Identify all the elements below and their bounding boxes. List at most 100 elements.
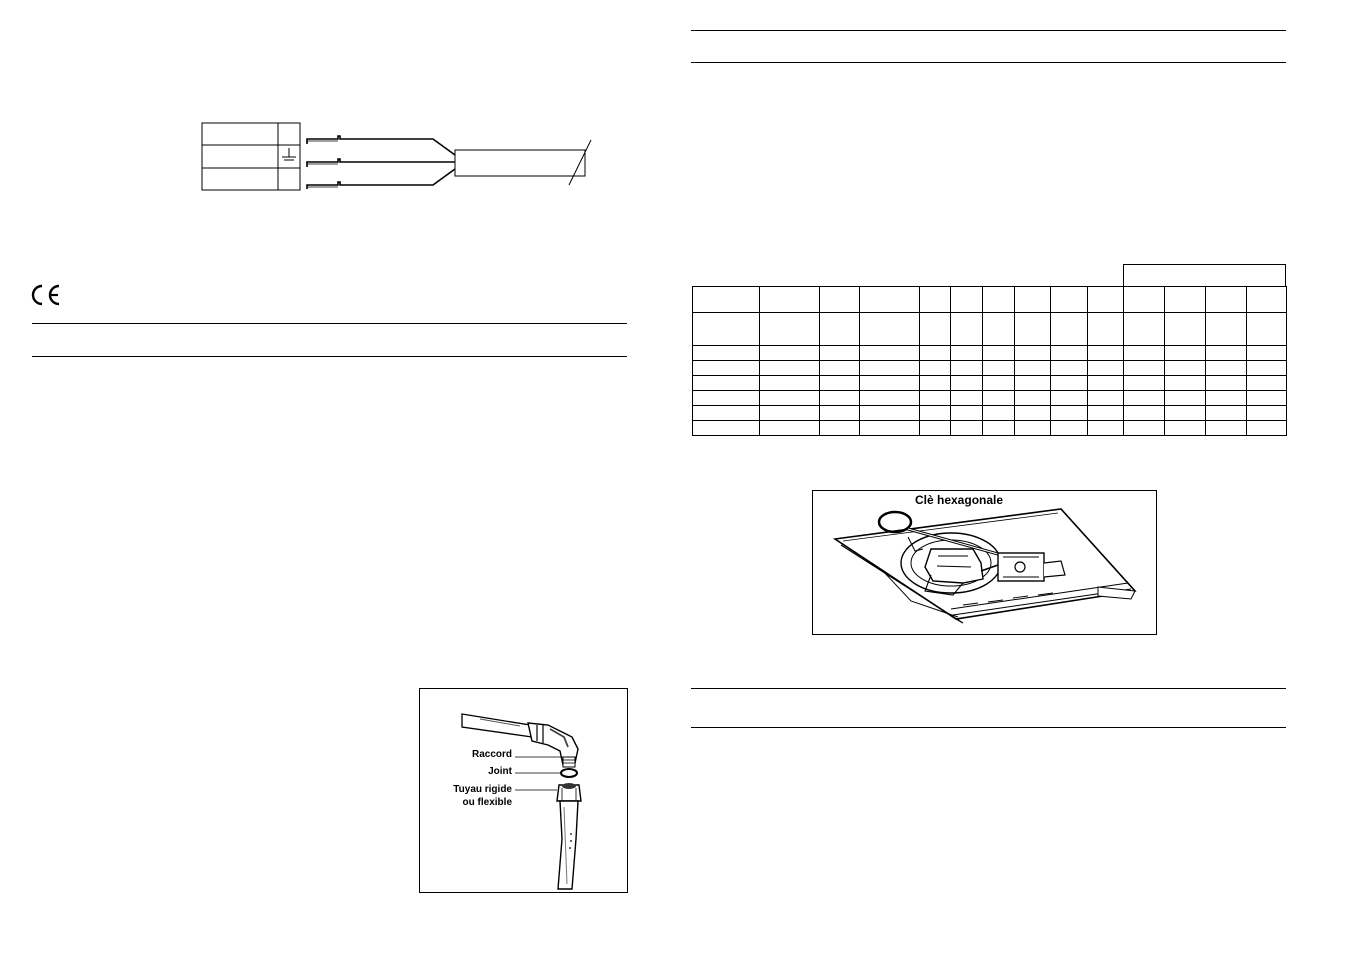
table-cell — [919, 405, 951, 421]
table-cell — [1123, 375, 1165, 391]
table-cell — [1087, 390, 1124, 406]
table-cell — [819, 420, 860, 436]
table-cell — [950, 312, 983, 346]
burner-drawing — [832, 508, 1137, 624]
table-row — [692, 345, 1287, 361]
ce-mark-logo — [27, 283, 63, 307]
label-cle-hexagonale: Clè hexagonale — [915, 493, 1004, 507]
table-row — [692, 360, 1287, 376]
table-cell — [692, 312, 760, 346]
table-cell — [1205, 375, 1247, 391]
table-cell — [759, 312, 820, 346]
table-cell — [1246, 390, 1287, 406]
table-cell — [982, 375, 1015, 391]
table-cell — [950, 405, 983, 421]
table-cell — [950, 360, 983, 376]
table-cell — [1205, 390, 1247, 406]
table-cell — [1205, 345, 1247, 361]
table-cell — [1164, 345, 1206, 361]
table-cell — [950, 345, 983, 361]
section-rule-right-top-1 — [691, 30, 1286, 31]
table-cell — [859, 375, 920, 391]
table-cell — [950, 420, 983, 436]
table-cell — [1087, 375, 1124, 391]
table-cell — [1050, 405, 1088, 421]
table-cell — [1205, 312, 1247, 346]
table-cell — [1123, 360, 1165, 376]
table-cell — [859, 360, 920, 376]
label-tuyau-line1: Tuyau rigide — [453, 784, 512, 795]
table-cell — [950, 390, 983, 406]
label-raccord: Raccord — [471, 749, 512, 760]
table-cell — [919, 360, 951, 376]
table-cell — [1205, 405, 1247, 421]
table-cell — [692, 420, 760, 436]
table-cell — [859, 286, 920, 313]
table-cell — [1050, 312, 1088, 346]
table-cell — [1050, 420, 1088, 436]
table-cell — [1050, 286, 1088, 313]
table-cell — [1014, 405, 1051, 421]
table-cell — [919, 390, 951, 406]
table-cell — [1014, 360, 1051, 376]
table-cell — [819, 360, 860, 376]
gas-data-table — [692, 286, 1287, 436]
table-cell — [1014, 375, 1051, 391]
section-rule-right-bottom-2 — [691, 727, 1286, 728]
table-cell — [759, 286, 820, 313]
table-cell — [1050, 375, 1088, 391]
section-rule-left-top — [32, 323, 627, 324]
table-cell — [692, 390, 760, 406]
table-row — [692, 405, 1287, 421]
table-cell — [1087, 286, 1124, 313]
table-cell — [759, 405, 820, 421]
table-cell — [692, 405, 760, 421]
table-cell — [819, 286, 860, 313]
table-subheader-row — [692, 312, 1287, 346]
table-cell — [1014, 286, 1051, 313]
table-cell — [1246, 420, 1287, 436]
table-cell — [982, 405, 1015, 421]
section-rule-right-bottom-1 — [691, 688, 1286, 689]
table-cell — [1087, 312, 1124, 346]
table-cell — [759, 345, 820, 361]
table-cell — [1123, 312, 1165, 346]
table-cell — [859, 420, 920, 436]
earth-ground-icon — [282, 148, 296, 161]
table-cell — [919, 345, 951, 361]
table-cell — [819, 312, 860, 346]
table-cell — [692, 286, 760, 313]
gas-connection-figure: Raccord Joint Tuyau rigide ou flexible — [419, 688, 628, 893]
table-cell — [1164, 312, 1206, 346]
table-cell — [950, 286, 983, 313]
table-cell — [1123, 420, 1165, 436]
table-cell — [1246, 312, 1287, 346]
table-cell — [1123, 405, 1165, 421]
table-cell — [982, 312, 1015, 346]
wiring-diagram — [195, 115, 605, 195]
table-cell — [982, 390, 1015, 406]
table-group-header — [1123, 264, 1286, 286]
table-cell — [1164, 405, 1206, 421]
table-cell — [982, 360, 1015, 376]
table-cell — [1246, 286, 1287, 313]
table-cell — [819, 390, 860, 406]
table-cell — [859, 312, 920, 346]
table-cell — [1014, 390, 1051, 406]
table-cell — [692, 360, 760, 376]
table-cell — [1164, 360, 1206, 376]
table-cell — [982, 286, 1015, 313]
table-cell — [1123, 286, 1165, 313]
table-cell — [1164, 390, 1206, 406]
table-cell — [1164, 420, 1206, 436]
table-cell — [759, 360, 820, 376]
table-cell — [1014, 420, 1051, 436]
table-cell — [1050, 345, 1088, 361]
table-cell — [1087, 420, 1124, 436]
table-cell — [819, 405, 860, 421]
table-cell — [1123, 390, 1165, 406]
table-cell — [1205, 420, 1247, 436]
table-cell — [1246, 375, 1287, 391]
table-cell — [759, 390, 820, 406]
table-row — [692, 420, 1287, 436]
